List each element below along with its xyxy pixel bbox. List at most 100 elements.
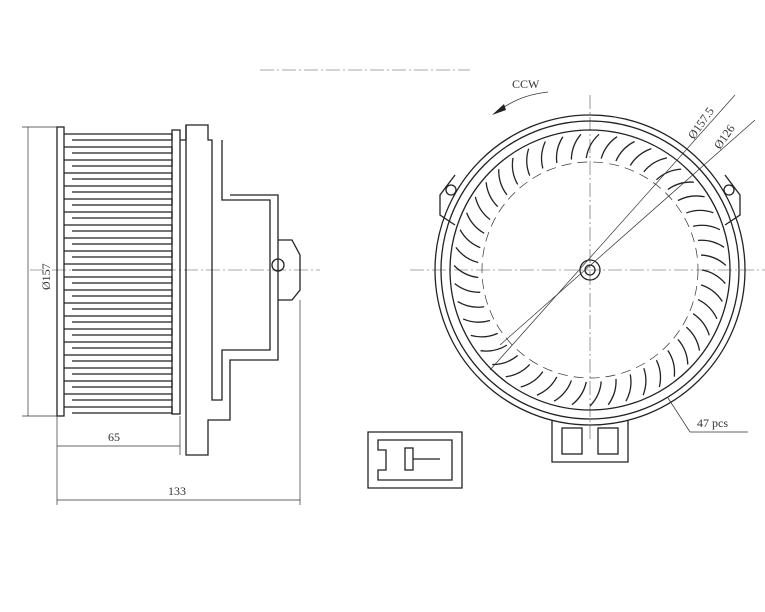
- mounting-ears: [439, 174, 741, 226]
- blade: [540, 141, 546, 169]
- blade: [667, 181, 694, 191]
- wheel-rim-right: [171, 129, 181, 415]
- fin: [64, 289, 173, 297]
- housing-inner: [440, 120, 740, 420]
- blade: [571, 381, 587, 406]
- fin: [64, 406, 173, 414]
- blade: [470, 332, 498, 338]
- inner-diameter-label: Ø126: [711, 122, 738, 152]
- rotation-label: CCW: [512, 77, 540, 91]
- blade: [600, 136, 618, 159]
- blade: [555, 136, 564, 164]
- fin: [64, 146, 173, 154]
- fin: [64, 250, 173, 258]
- blade: [585, 133, 600, 159]
- outer-housing: [434, 114, 746, 426]
- blade: [466, 212, 485, 234]
- connector-outline: [367, 431, 463, 489]
- blade: [677, 338, 689, 365]
- mount-hole: [723, 184, 735, 196]
- fin: [64, 224, 173, 232]
- fin: [64, 172, 173, 180]
- blade: [686, 209, 714, 214]
- blade: [685, 326, 701, 351]
- wheel-ring: [449, 129, 731, 411]
- hub: [579, 259, 601, 281]
- blade: [692, 224, 721, 231]
- blade: [589, 381, 602, 407]
- side-diameter-label: Ø157: [39, 263, 53, 290]
- blade: [511, 157, 519, 185]
- diameter-leader: [489, 94, 736, 371]
- arrow-head-icon: [492, 104, 506, 115]
- ccw-arrow: [499, 91, 549, 111]
- fin: [64, 237, 173, 245]
- fin: [64, 263, 173, 271]
- fin: [64, 367, 173, 375]
- connector-terminal: [404, 447, 414, 471]
- connector-pin: [561, 427, 583, 455]
- blade: [453, 265, 479, 279]
- fin: [64, 185, 173, 193]
- fin: [64, 133, 173, 141]
- wheel-blades: [453, 133, 727, 407]
- mount-hole: [445, 184, 457, 196]
- fin: [64, 315, 173, 323]
- blade: [480, 344, 508, 352]
- blade: [485, 182, 499, 208]
- blade: [700, 254, 727, 266]
- blade: [642, 368, 647, 396]
- blade: [462, 318, 491, 323]
- blade: [700, 284, 723, 302]
- blade: [454, 283, 481, 293]
- fin: [64, 198, 173, 206]
- blade: [457, 301, 485, 308]
- fin: [64, 276, 173, 284]
- fin: [64, 328, 173, 336]
- total-length-label: 133: [168, 484, 186, 498]
- motor-housing: [185, 125, 279, 456]
- motor-bolt: [271, 258, 285, 272]
- blade: [655, 168, 682, 181]
- diameter-leader: [499, 119, 756, 346]
- blade: [505, 363, 531, 378]
- blade: [570, 133, 582, 160]
- blade: [667, 350, 676, 377]
- blade: [607, 378, 617, 406]
- blade: [677, 195, 705, 202]
- fin: [64, 354, 173, 362]
- blade: [629, 147, 652, 166]
- blade: [697, 239, 725, 248]
- blade: [520, 371, 544, 388]
- blade: [692, 313, 710, 336]
- fin: [64, 159, 173, 167]
- fin: [64, 341, 173, 349]
- motor-flange: [180, 124, 271, 401]
- blade: [536, 376, 558, 396]
- fin: [64, 380, 173, 388]
- outer-diameter-label: Ø157.5: [685, 104, 717, 141]
- front-view: CCW Ø157.5 Ø126 47 pcs: [410, 77, 765, 463]
- blade: [553, 380, 572, 402]
- blade-count-label: 47 pcs: [697, 416, 728, 430]
- blade: [615, 140, 635, 162]
- blade: [701, 269, 726, 284]
- blade: [459, 229, 481, 249]
- motor-shaft-end: [278, 239, 301, 301]
- blade: [643, 157, 668, 173]
- blade: [625, 374, 632, 402]
- fin: [64, 211, 173, 219]
- connector-housing: [551, 420, 629, 463]
- wheel-fins: [64, 133, 173, 414]
- connector-pin: [597, 427, 619, 455]
- blade: [455, 247, 479, 264]
- wheel-inner-ring: [481, 161, 699, 379]
- side-view: Ø157 65 133: [22, 69, 470, 505]
- wheel-rim-left: [56, 126, 65, 417]
- blade: [655, 359, 662, 388]
- wheel-width-label: 65: [108, 430, 120, 444]
- blade: [526, 148, 531, 176]
- blade: [474, 196, 491, 221]
- fin: [64, 302, 173, 310]
